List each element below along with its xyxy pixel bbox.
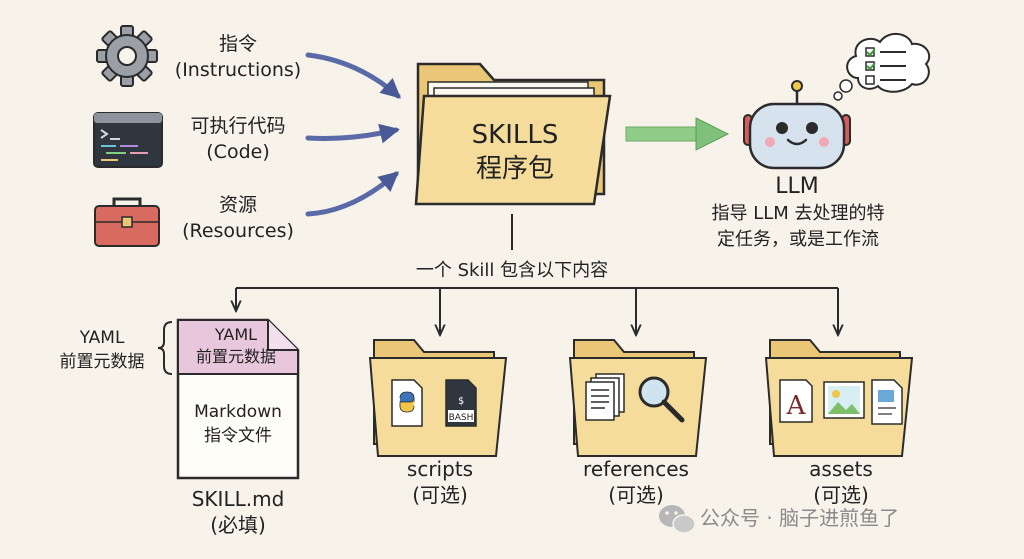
skills-folder-icon	[414, 62, 612, 206]
bash-icon: $ BASH	[445, 379, 477, 427]
skills-subtitle: 程序包	[475, 154, 554, 184]
llm-title: LLM	[775, 174, 819, 199]
skill-md-header-line1: YAML	[214, 325, 258, 344]
scripts-folder-icon	[368, 339, 508, 457]
yaml-brace-line1: YAML	[79, 328, 125, 348]
resources-en: (Resources)	[182, 220, 294, 242]
skill-md-header-line2: 前置元数据	[195, 347, 276, 366]
python-icon	[391, 379, 423, 427]
instructions-zh: 指令	[218, 33, 257, 55]
yaml-brace-line2: 前置元数据	[59, 352, 145, 372]
code-en: (Code)	[206, 141, 270, 163]
references-note: (可选)	[608, 483, 664, 507]
instructions-en: (Instructions)	[174, 59, 302, 81]
svg-text:A: A	[786, 391, 807, 421]
checklist-cloud-icon	[833, 33, 931, 101]
input-label-resources: 资源 (Resources)	[168, 192, 308, 244]
file-icon	[871, 379, 903, 425]
terminal-icon	[93, 112, 163, 168]
skill-md-body-line1: Markdown	[194, 402, 282, 422]
skills-folder-label: SKILLS 程序包	[430, 118, 600, 186]
assets-name: assets	[809, 457, 873, 481]
scripts-name: scripts	[406, 457, 474, 481]
code-zh: 可执行代码	[190, 115, 286, 137]
llm-desc-line2: 定任务，或是工作流	[717, 229, 879, 250]
font-icon: A	[779, 379, 813, 423]
llm-desc-line1: 指导 LLM 去处理的特	[711, 203, 885, 224]
assets-note: (可选)	[813, 483, 869, 507]
output-arrow	[625, 117, 730, 151]
skill-md-note: (必填)	[210, 513, 266, 537]
assets-caption: assets (可选)	[776, 456, 906, 508]
contains-label: 一个 Skill 包含以下内容	[372, 258, 652, 284]
image-icon	[823, 381, 865, 419]
references-name: references	[583, 457, 689, 481]
yaml-brace	[157, 321, 173, 375]
yaml-brace-label: YAML 前置元数据	[46, 326, 158, 374]
skills-title: SKILLS	[471, 120, 559, 150]
gear-icon	[96, 25, 158, 87]
svg-text:$: $	[458, 396, 464, 407]
scripts-caption: scripts (可选)	[380, 456, 500, 508]
svg-text:BASH: BASH	[449, 413, 474, 423]
watermark-text: 公众号 · 脑子进煎鱼了	[700, 506, 900, 530]
references-caption: references (可选)	[566, 456, 706, 508]
input-label-instructions: 指令 (Instructions)	[168, 31, 308, 83]
wechat-logo-icon	[659, 505, 696, 534]
scripts-note: (可选)	[412, 483, 468, 507]
input-label-code: 可执行代码 (Code)	[168, 113, 308, 165]
resources-zh: 资源	[218, 194, 257, 216]
input-arrows	[305, 52, 401, 217]
skill-md-document	[176, 318, 300, 480]
skill-md-header-text: YAML 前置元数据	[182, 324, 290, 368]
robot-icon	[743, 80, 851, 170]
magnifier-icon	[638, 376, 685, 423]
toolbox-icon	[94, 197, 160, 247]
tree-connectors	[236, 214, 838, 334]
documents-icon	[585, 373, 625, 421]
skill-md-body-line2: 指令文件	[204, 426, 272, 446]
skill-md-name: SKILL.md	[191, 487, 285, 511]
skill-md-body-text: Markdown 指令文件	[182, 400, 294, 448]
skill-md-caption: SKILL.md (必填)	[168, 486, 308, 538]
llm-description: 指导 LLM 去处理的特 定任务，或是工作流	[690, 201, 906, 253]
